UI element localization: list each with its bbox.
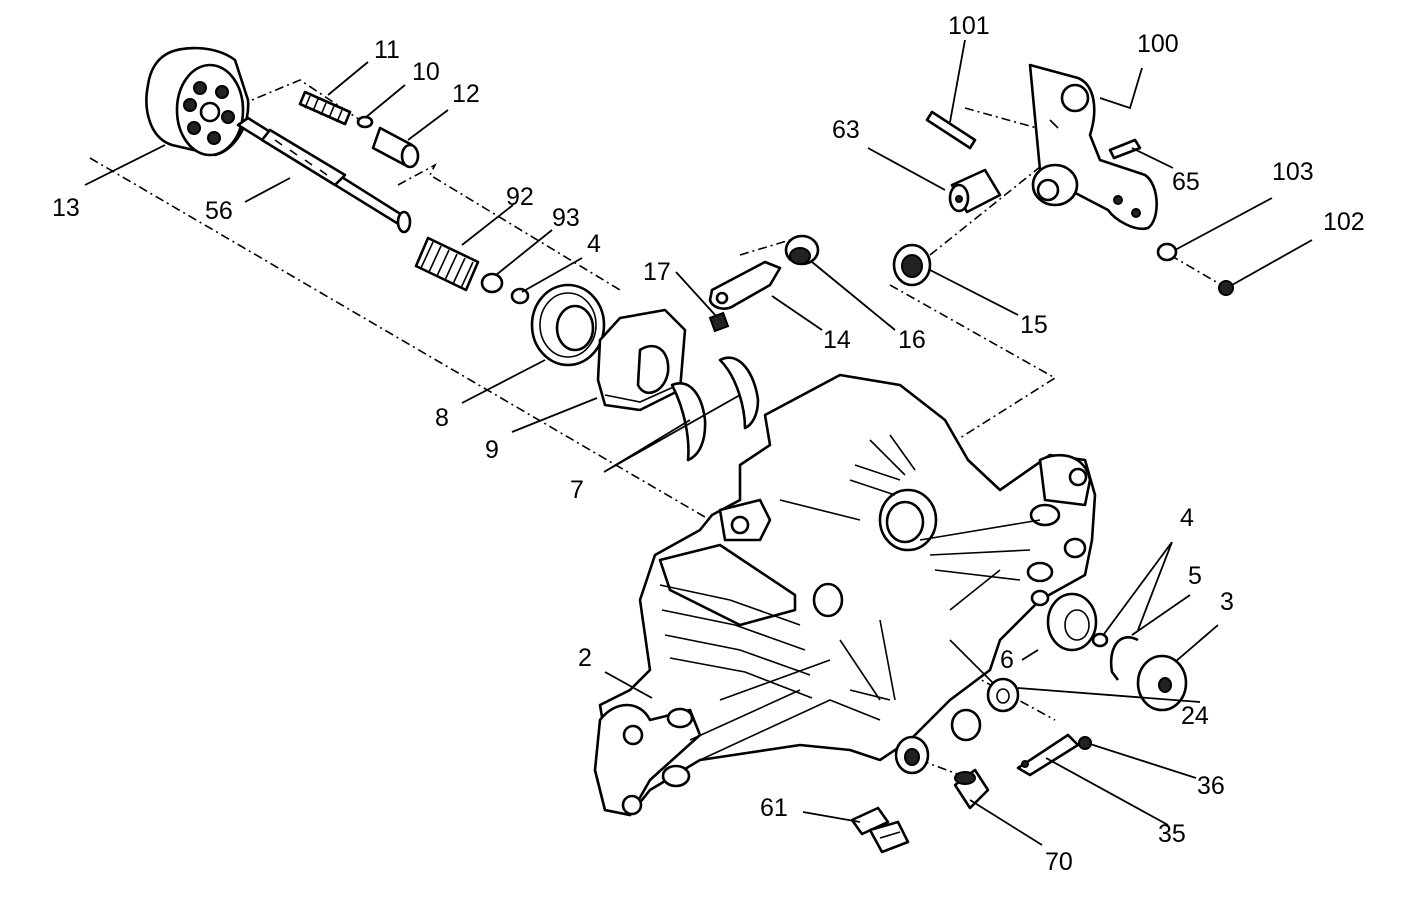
block-17: [708, 311, 730, 333]
label-4-lower: 4: [1180, 504, 1194, 532]
label-93: 93: [552, 204, 580, 232]
label-24: 24: [1181, 702, 1209, 730]
label-4-upper: 4: [587, 230, 601, 258]
bushing-12: [371, 126, 420, 169]
label-8: 8: [435, 404, 449, 432]
leader-lines: [84, 39, 1313, 846]
pump-shaft-56: [236, 116, 412, 234]
main-housing-2: [593, 373, 1097, 817]
label-14: 14: [823, 326, 851, 354]
label-61: 61: [760, 794, 788, 822]
label-100: 100: [1137, 30, 1179, 58]
swashplate-9: [596, 308, 687, 412]
snap-ring-5: [1109, 636, 1139, 681]
ring-4-upper: [510, 287, 530, 305]
ring-4-inner: [1091, 632, 1109, 648]
label-17: 17: [643, 258, 671, 286]
fitting-61: [850, 806, 910, 854]
o-ring-10: [356, 115, 374, 129]
bushing-16: [784, 234, 820, 266]
label-70: 70: [1045, 848, 1073, 876]
label-65: 65: [1172, 168, 1200, 196]
spring-92: [414, 236, 480, 292]
label-10: 10: [412, 58, 440, 86]
spacer-103: [1156, 242, 1178, 262]
pivot-pin-101: [925, 110, 977, 150]
spring-11: [298, 90, 352, 126]
label-102: 102: [1323, 208, 1365, 236]
label-3: 3: [1220, 588, 1234, 616]
plug-70: [953, 768, 990, 810]
nut-36: [1078, 736, 1092, 750]
seal-3: [1136, 654, 1188, 712]
bracket-100: [1028, 63, 1158, 231]
label-12: 12: [452, 80, 480, 108]
label-63: 63: [832, 116, 860, 144]
label-16: 16: [898, 326, 926, 354]
label-35: 35: [1158, 820, 1186, 848]
bearing-6: [1046, 592, 1098, 652]
bypass-plate-35: [1016, 733, 1080, 777]
screw-102: [1218, 280, 1234, 296]
control-arm-14: [708, 260, 782, 310]
label-11: 11: [374, 36, 400, 64]
label-9: 9: [485, 436, 499, 464]
label-7: 7: [570, 476, 584, 504]
reference-labels: 11 10 12 13 56 92 93 4 17 14 16 8 9 7 10…: [52, 12, 1365, 876]
label-13: 13: [52, 194, 80, 222]
label-2: 2: [578, 644, 592, 672]
ring-4-lower: [1030, 589, 1050, 607]
ring-93: [480, 272, 504, 294]
label-5: 5: [1188, 562, 1202, 590]
label-103: 103: [1272, 158, 1314, 186]
cylinder-block-13: [145, 46, 250, 157]
label-56: 56: [205, 197, 233, 225]
bushing-63: [948, 168, 1002, 214]
label-101: 101: [948, 12, 990, 40]
washer-6: [986, 677, 1020, 713]
label-6: 6: [1000, 646, 1014, 674]
label-36: 36: [1197, 772, 1225, 800]
label-15: 15: [1020, 311, 1048, 339]
bushing-on-bracket: [1031, 163, 1079, 207]
screw-65: [1108, 138, 1142, 160]
label-92: 92: [506, 183, 534, 211]
seal-15: [892, 243, 932, 287]
bearing-8: [530, 283, 606, 367]
